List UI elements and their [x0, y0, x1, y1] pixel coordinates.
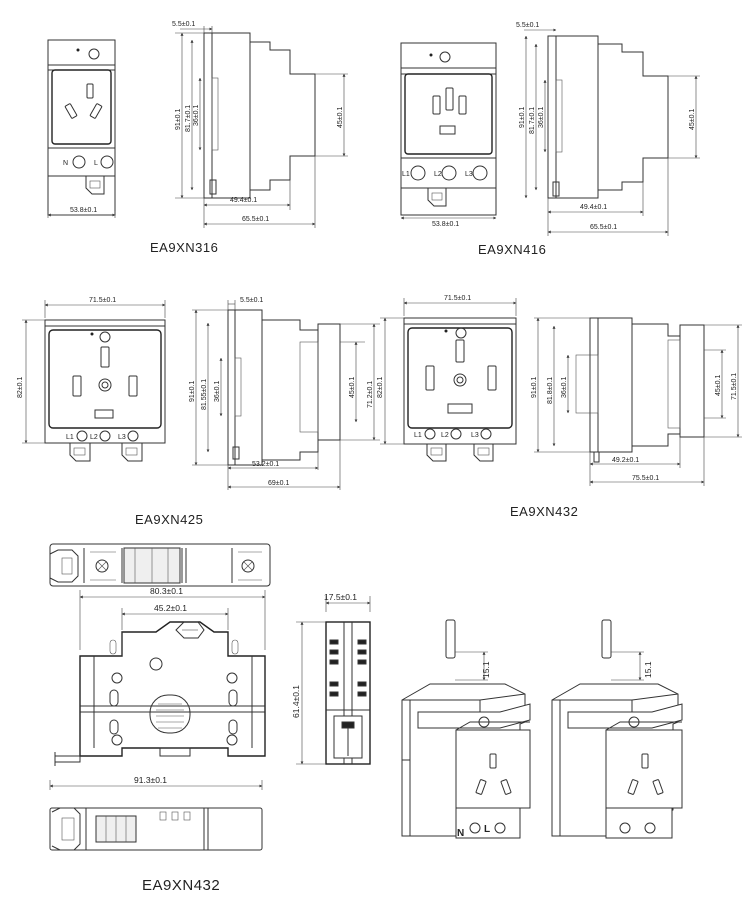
dimension-label: 65.5±0.1: [242, 216, 269, 223]
dimension-label: 91±0.1: [175, 109, 182, 130]
dimension-label: 49.4±0.1: [580, 204, 607, 211]
terminal-label: L1: [402, 171, 410, 178]
dimension-label: 91.3±0.1: [134, 775, 167, 785]
terminal-label: L3: [118, 434, 126, 441]
dimension-label: 15.1: [481, 661, 491, 678]
dimension-label: 45±0.1: [337, 107, 344, 128]
dimension-label: 45.2±0.1: [154, 603, 187, 613]
side-view-ea9xn416: 5.5±0.1 91±0.1 81.7±0.1 36±0.1 45±0.1 49…: [516, 22, 700, 236]
caption-ea9xn432-top: EA9XN432: [510, 504, 578, 519]
dimension-label: 71.5±0.1: [89, 297, 116, 304]
dimension-label: 81.7±0.1: [185, 105, 192, 132]
side-profile-view: 17.5±0.1 61.4±0.1: [291, 592, 371, 765]
dimension-label: 61.4±0.1: [291, 685, 301, 718]
dimension-label: 45±0.1: [349, 377, 356, 398]
terminal-label: L1: [414, 432, 422, 439]
caption-ea9xn432-bottom: EA9XN432: [142, 877, 220, 894]
dimension-label: 71.2±0.1: [367, 381, 374, 408]
drawing-ea9xn432: L1 L2 L3 71.5±0.1 82±0.1: [377, 295, 742, 519]
side-view-ea9xn316: 5.5±0.1 91±0.1 81.7±0.1 36±0.1 45±0.1 49…: [172, 21, 348, 228]
dimension-label: 81.8±0.1: [547, 377, 554, 404]
dimension-label: 36±0.1: [214, 381, 221, 402]
terminal-label: N: [457, 828, 464, 839]
dimension-label: 81.7±0.1: [529, 107, 536, 134]
front-view-ea9xn316: N L 53.8±0.1: [47, 39, 116, 218]
isometric-view-2: 15.1: [551, 619, 683, 839]
dimension-label: 91±0.1: [519, 107, 526, 128]
terminal-label: L: [94, 160, 98, 167]
dimension-label: 53.2±0.1: [252, 461, 279, 468]
dimension-label: 71.5±0.1: [444, 295, 471, 302]
dimension-label: 5.5±0.1: [172, 21, 195, 28]
drawing-ea9xn416: L1 L2 L3 53.8±0.1 5.5±0.1 91±0.1 81.7±0.…: [400, 22, 700, 257]
terminal-label: L1: [66, 434, 74, 441]
caption-ea9xn425: EA9XN425: [135, 512, 203, 527]
drawing-ea9xn316: N L 53.8±0.1 5.5±0.1: [47, 21, 348, 255]
terminal-label: L3: [465, 171, 473, 178]
top-view-rail: [49, 543, 271, 587]
bottom-view-rail: 91.3±0.1: [49, 775, 263, 851]
dimension-label: 80.3±0.1: [150, 586, 183, 596]
dimension-label: 91±0.1: [531, 377, 538, 398]
dimension-label: 71.5±0.1: [731, 373, 738, 400]
front-view-ea9xn432: L1 L2 L3 71.5±0.1 82±0.1: [377, 295, 517, 462]
front-view-ea9xn416: L1 L2 L3 53.8±0.1: [400, 42, 497, 228]
caption-ea9xn416: EA9XN416: [478, 242, 546, 257]
terminal-label: L2: [90, 434, 98, 441]
terminal-label: N: [63, 160, 68, 167]
dimension-label: 15.1: [643, 661, 653, 678]
caption-ea9xn316: EA9XN316: [150, 240, 218, 255]
dimension-label: 17.5±0.1: [324, 592, 357, 602]
side-view-ea9xn425: 5.5±0.1 91±0.1 81.55±0.1 36±0.1 45±0.1 7…: [189, 297, 380, 490]
dimension-label: 53.8±0.1: [432, 221, 459, 228]
dimension-label: 82±0.1: [17, 377, 24, 398]
dimension-label: 69±0.1: [268, 480, 289, 487]
dimension-label: 49.2±0.1: [612, 457, 639, 464]
dimension-label: 45±0.1: [715, 375, 722, 396]
dimension-label: 81.55±0.1: [201, 379, 208, 410]
dimension-label: 49.4±0.1: [230, 197, 257, 204]
terminal-label: L2: [434, 171, 442, 178]
dimension-label: 5.5±0.1: [240, 297, 263, 304]
dimension-label: 45±0.1: [689, 109, 696, 130]
front-view-ea9xn425: L1 L2 L3 71.5±0.1 82±0.1: [17, 297, 166, 462]
terminal-label: L: [484, 824, 490, 835]
dimension-label: 91±0.1: [189, 381, 196, 402]
terminal-label: L3: [471, 432, 479, 439]
terminal-label: L2: [441, 432, 449, 439]
dimension-label: 53.8±0.1: [70, 207, 97, 214]
rear-view-plate: 80.3±0.1 45.2±0.1: [54, 586, 266, 766]
dimension-label: 36±0.1: [561, 377, 568, 398]
isometric-view-1: 15.1 N L: [401, 619, 531, 839]
dimension-label: 5.5±0.1: [516, 22, 539, 29]
dimension-label: 75.5±0.1: [632, 475, 659, 482]
drawing-ea9xn432-assembly: 80.3±0.1 45.2±0.1: [49, 543, 683, 894]
dimension-label: 36±0.1: [193, 105, 200, 126]
dimension-label: 36±0.1: [538, 107, 545, 128]
side-view-ea9xn432: 91±0.1 81.8±0.1 36±0.1 45±0.1 71.5±0.1 4…: [531, 317, 742, 486]
drawing-ea9xn425: L1 L2 L3 71.5±0.1 82±0.1: [17, 297, 380, 527]
dimension-label: 65.5±0.1: [590, 224, 617, 231]
dimension-label: 82±0.1: [377, 377, 384, 398]
